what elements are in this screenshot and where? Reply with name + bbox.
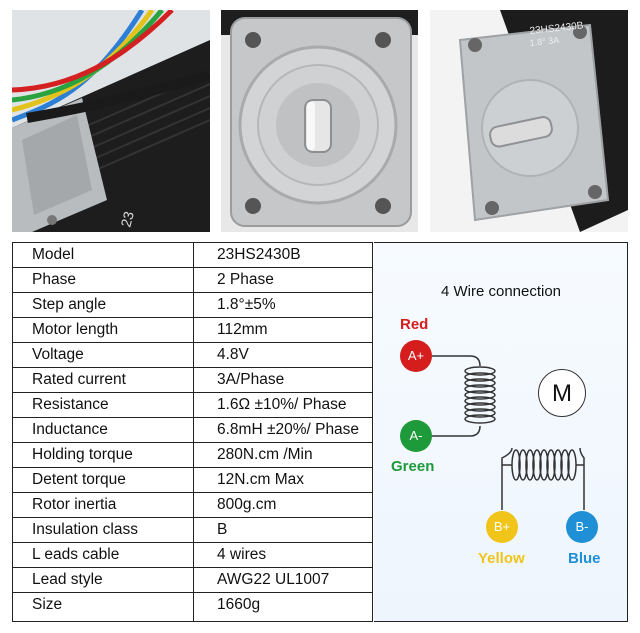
spec-row: Phase 2 Phase	[13, 268, 372, 293]
terminal-a-plus: A+	[400, 340, 432, 372]
spec-label: Model	[32, 246, 75, 263]
coil-drawing	[432, 355, 585, 510]
spec-label: Step angle	[32, 296, 107, 313]
spec-row: Model 23HS2430B	[13, 243, 372, 268]
spec-value: 2 Phase	[217, 271, 274, 288]
spec-row: L eads cable 4 wires	[13, 543, 372, 568]
spec-value: 3A/Phase	[217, 371, 285, 388]
spec-value: 800g.cm	[217, 496, 277, 513]
motor-label-text: 23	[117, 209, 137, 228]
spec-value: 4.8V	[217, 346, 249, 363]
spec-row: Detent torque 12N.cm Max	[13, 468, 372, 493]
nameplate-rating-text: 1.8° 3A	[529, 35, 560, 48]
spec-value: 1.6Ω ±10%/ Phase	[217, 396, 347, 413]
spec-value: 112mm	[217, 321, 268, 338]
spec-row: Rated current 3A/Phase	[13, 368, 372, 393]
spec-row: Motor length 112mm	[13, 318, 372, 343]
terminal-b-plus: B+	[486, 511, 518, 543]
spec-table: Model 23HS2430B Phase 2 Phase Step angle 1.…	[12, 242, 373, 622]
spec-row: Insulation class B	[13, 518, 372, 543]
motor-angled-photo: 23HS2430B 1.8° 3A	[430, 10, 628, 232]
spec-row: Voltage 4.8V	[13, 343, 372, 368]
spec-row: Holding torque 280N.cm /Min	[13, 443, 372, 468]
spec-value: B	[217, 521, 228, 538]
spec-label: Holding torque	[32, 446, 133, 463]
motor-angled-illustration: 23HS2430B 1.8° 3A	[430, 10, 628, 232]
spec-value: 280N.cm /Min	[217, 446, 313, 463]
coil-a-icon	[464, 366, 496, 424]
motor-side-photo: 23	[12, 10, 210, 232]
terminal-a-minus: A-	[400, 420, 432, 452]
spec-row: Size 1660g	[13, 593, 372, 618]
spec-label: Rated current	[32, 371, 126, 388]
spec-label: Insulation class	[32, 521, 138, 538]
motor-symbol: M	[538, 369, 586, 417]
spec-row: Lead style AWG22 UL1007	[13, 568, 372, 593]
wire-label-green: Green	[391, 458, 435, 475]
terminal-b-minus: B-	[566, 511, 598, 543]
coil-b-icon	[511, 449, 577, 481]
spec-label: Size	[32, 596, 63, 613]
spec-label: L eads cable	[32, 546, 120, 563]
spec-column-divider	[193, 243, 194, 621]
spec-value: 4 wires	[217, 546, 267, 563]
spec-label: Phase	[32, 271, 76, 288]
spec-label: Motor length	[32, 321, 119, 338]
wire-label-blue: Blue	[568, 550, 601, 567]
wire-label-red: Red	[400, 316, 429, 333]
spec-label: Resistance	[32, 396, 109, 413]
spec-value: 6.8mH ±20%/ Phase	[217, 421, 360, 438]
spec-row: Step angle 1.8°±5%	[13, 293, 372, 318]
spec-value: AWG22 UL1007	[217, 571, 330, 588]
motor-front-photo	[221, 10, 418, 232]
spec-value: 1.8°±5%	[217, 296, 276, 313]
spec-row: Inductance 6.8mH ±20%/ Phase	[13, 418, 372, 443]
spec-value: 12N.cm Max	[217, 471, 304, 488]
motor-front-illustration	[221, 10, 418, 232]
wire-label-yellow: Yellow	[478, 550, 525, 567]
spec-label: Lead style	[32, 571, 103, 588]
spec-value: 1660g	[217, 596, 261, 613]
spec-label: Voltage	[32, 346, 84, 363]
spec-label: Rotor inertia	[32, 496, 117, 513]
spec-value: 23HS2430B	[217, 246, 301, 263]
spec-label: Detent torque	[32, 471, 126, 488]
wiring-diagram: 4 Wire connection Red A+ A- Green B+ Yel…	[374, 242, 628, 622]
wiring-title: 4 Wire connection	[440, 283, 562, 300]
spec-row: Rotor inertia 800g.cm	[13, 493, 372, 518]
spec-label: Inductance	[32, 421, 108, 438]
spec-row: Resistance 1.6Ω ±10%/ Phase	[13, 393, 372, 418]
motor-side-illustration: 23	[12, 10, 210, 232]
